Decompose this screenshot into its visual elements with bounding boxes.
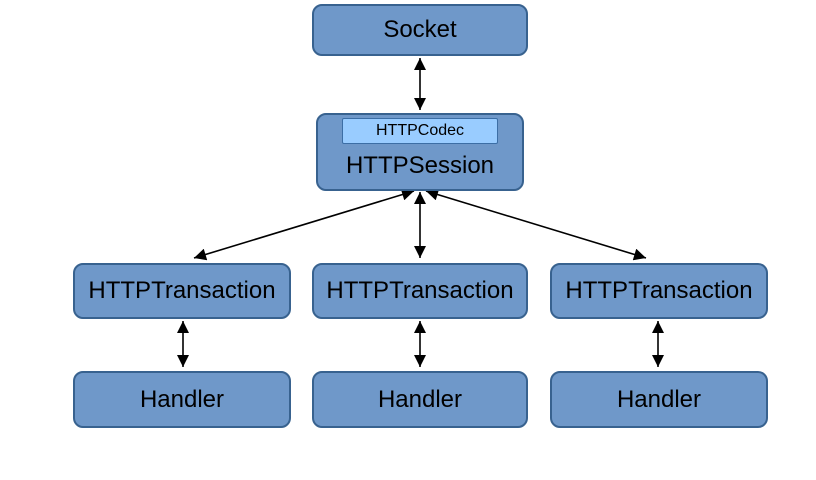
node-httpcodec: HTTPCodec bbox=[342, 118, 498, 144]
node-handler-left-label: Handler bbox=[139, 385, 225, 413]
node-socket: Socket bbox=[312, 4, 528, 56]
edge-session-transaction-right bbox=[425, 188, 647, 261]
node-httpsession: HTTPCodec HTTPSession bbox=[316, 113, 524, 191]
node-handler-right: Handler bbox=[550, 371, 768, 428]
node-httptransaction-middle: HTTPTransaction bbox=[312, 263, 528, 319]
node-httptransaction-left-label: HTTPTransaction bbox=[88, 277, 276, 304]
node-socket-label: Socket bbox=[383, 16, 457, 43]
node-httptransaction-right-label: HTTPTransaction bbox=[565, 277, 753, 304]
node-handler-middle-label: Handler bbox=[377, 385, 463, 413]
node-handler-right-label: Handler bbox=[616, 385, 702, 413]
node-httptransaction-middle-label: HTTPTransaction bbox=[326, 277, 514, 304]
node-handler-left: Handler bbox=[73, 371, 291, 428]
node-httptransaction-right: HTTPTransaction bbox=[550, 263, 768, 319]
node-httptransaction-left: HTTPTransaction bbox=[73, 263, 291, 319]
node-httpcodec-label: HTTPCodec bbox=[375, 122, 465, 139]
node-httpsession-label: HTTPSession bbox=[345, 151, 495, 179]
edge-session-transaction-left bbox=[193, 188, 415, 261]
node-handler-middle: Handler bbox=[312, 371, 528, 428]
